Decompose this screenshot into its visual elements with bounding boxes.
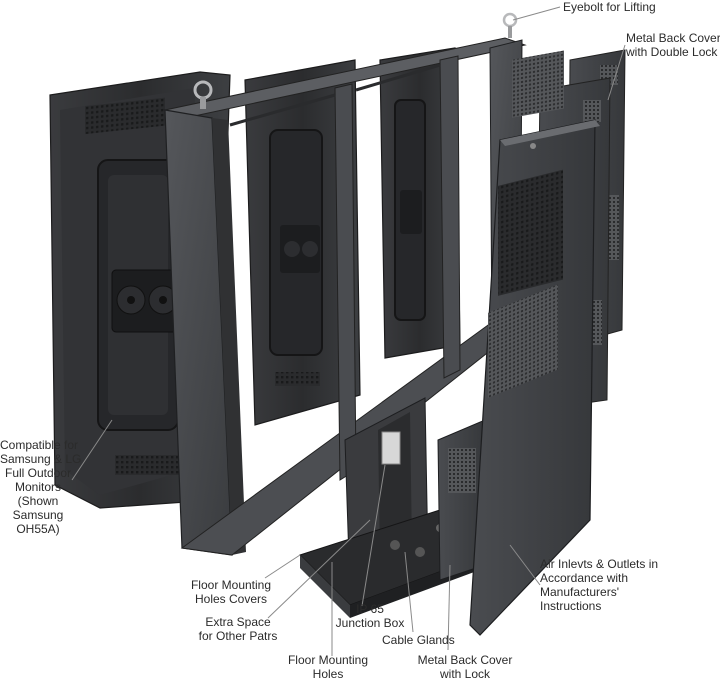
callout-air-line-4: Instructions [540,599,602,613]
callout-compatible-line-4: Monitors [14,480,61,494]
callout-compatible-line-6: Samsung [12,508,64,522]
callout-back-cover-lock: Metal Back Cover with Lock [415,653,515,681]
callout-back-covers: Metal Back Covers with Double Lock [626,31,720,59]
callout-air: Air Inlevts & Outlets in Accordance with… [540,557,658,613]
callout-air-line-3: Manufacturers' [540,585,619,599]
callout-extra-space: Extra Space for Other Patrs [190,615,286,643]
callout-glands: Cable Glands [382,633,455,647]
callout-floor-holes-line-2: Holes [312,667,344,681]
callout-junction-line-1: IP 65 [356,602,384,616]
callout-back-covers-line-1: Metal Back Covers [626,31,720,45]
callout-glands-line-1: Cable Glands [382,633,455,647]
monitor-middle [244,59,361,426]
callout-compatible-line-5: (Shown [17,494,59,508]
callout-air-line-1: Air Inlevts & Outlets in [540,557,659,571]
monitor-left-fan [111,269,183,333]
callout-floor-covers-line-1: Floor Mounting [190,578,272,592]
eyebolt-right-icon [502,12,518,38]
callout-floor-covers-line-2: Holes Covers [194,592,268,606]
callout-air-line-2: Accordance with [540,571,629,585]
front-back-cover [469,50,600,636]
callout-compatible-line-7: OH55A) [16,522,60,536]
callout-junction-line-2: Junction Box [335,616,405,630]
leader-lines [71,6,626,656]
callout-floor-holes-line-1: Floor Mounting [287,653,369,667]
callout-back-cover-lock-line-2: with Lock [439,667,491,681]
callout-extra-space-line-1: Extra Space [205,615,271,629]
callout-compatible-line-2: Samsung & LG [0,452,82,466]
callout-back-covers-line-2: with Double Lock [626,45,718,59]
callout-floor-holes: Floor Mounting Holes [283,653,373,681]
callout-extra-space-line-2: for Other Patrs [198,629,278,643]
callout-floor-covers: Floor Mounting Holes Covers [186,578,276,606]
callout-eyebolt-line-1: Eyebolt for Lifting [563,0,656,14]
callout-junction: IP 65 Junction Box [330,602,410,630]
callout-compatible-line-1: Compatible for [0,438,79,452]
monitor-right [379,47,461,359]
callout-compatible: Compatible for Samsung & LG Full Outdoor… [0,438,82,536]
enclosure-frame [163,37,527,556]
eyebolt-left-icon [193,80,213,109]
junction-box [381,431,401,465]
callout-eyebolt: Eyebolt for Lifting [563,0,656,14]
callout-compatible-line-3: Full Outdoor [4,466,72,480]
base-back-cover [437,419,486,581]
callout-back-cover-lock-line-1: Metal Back Cover [417,653,513,667]
